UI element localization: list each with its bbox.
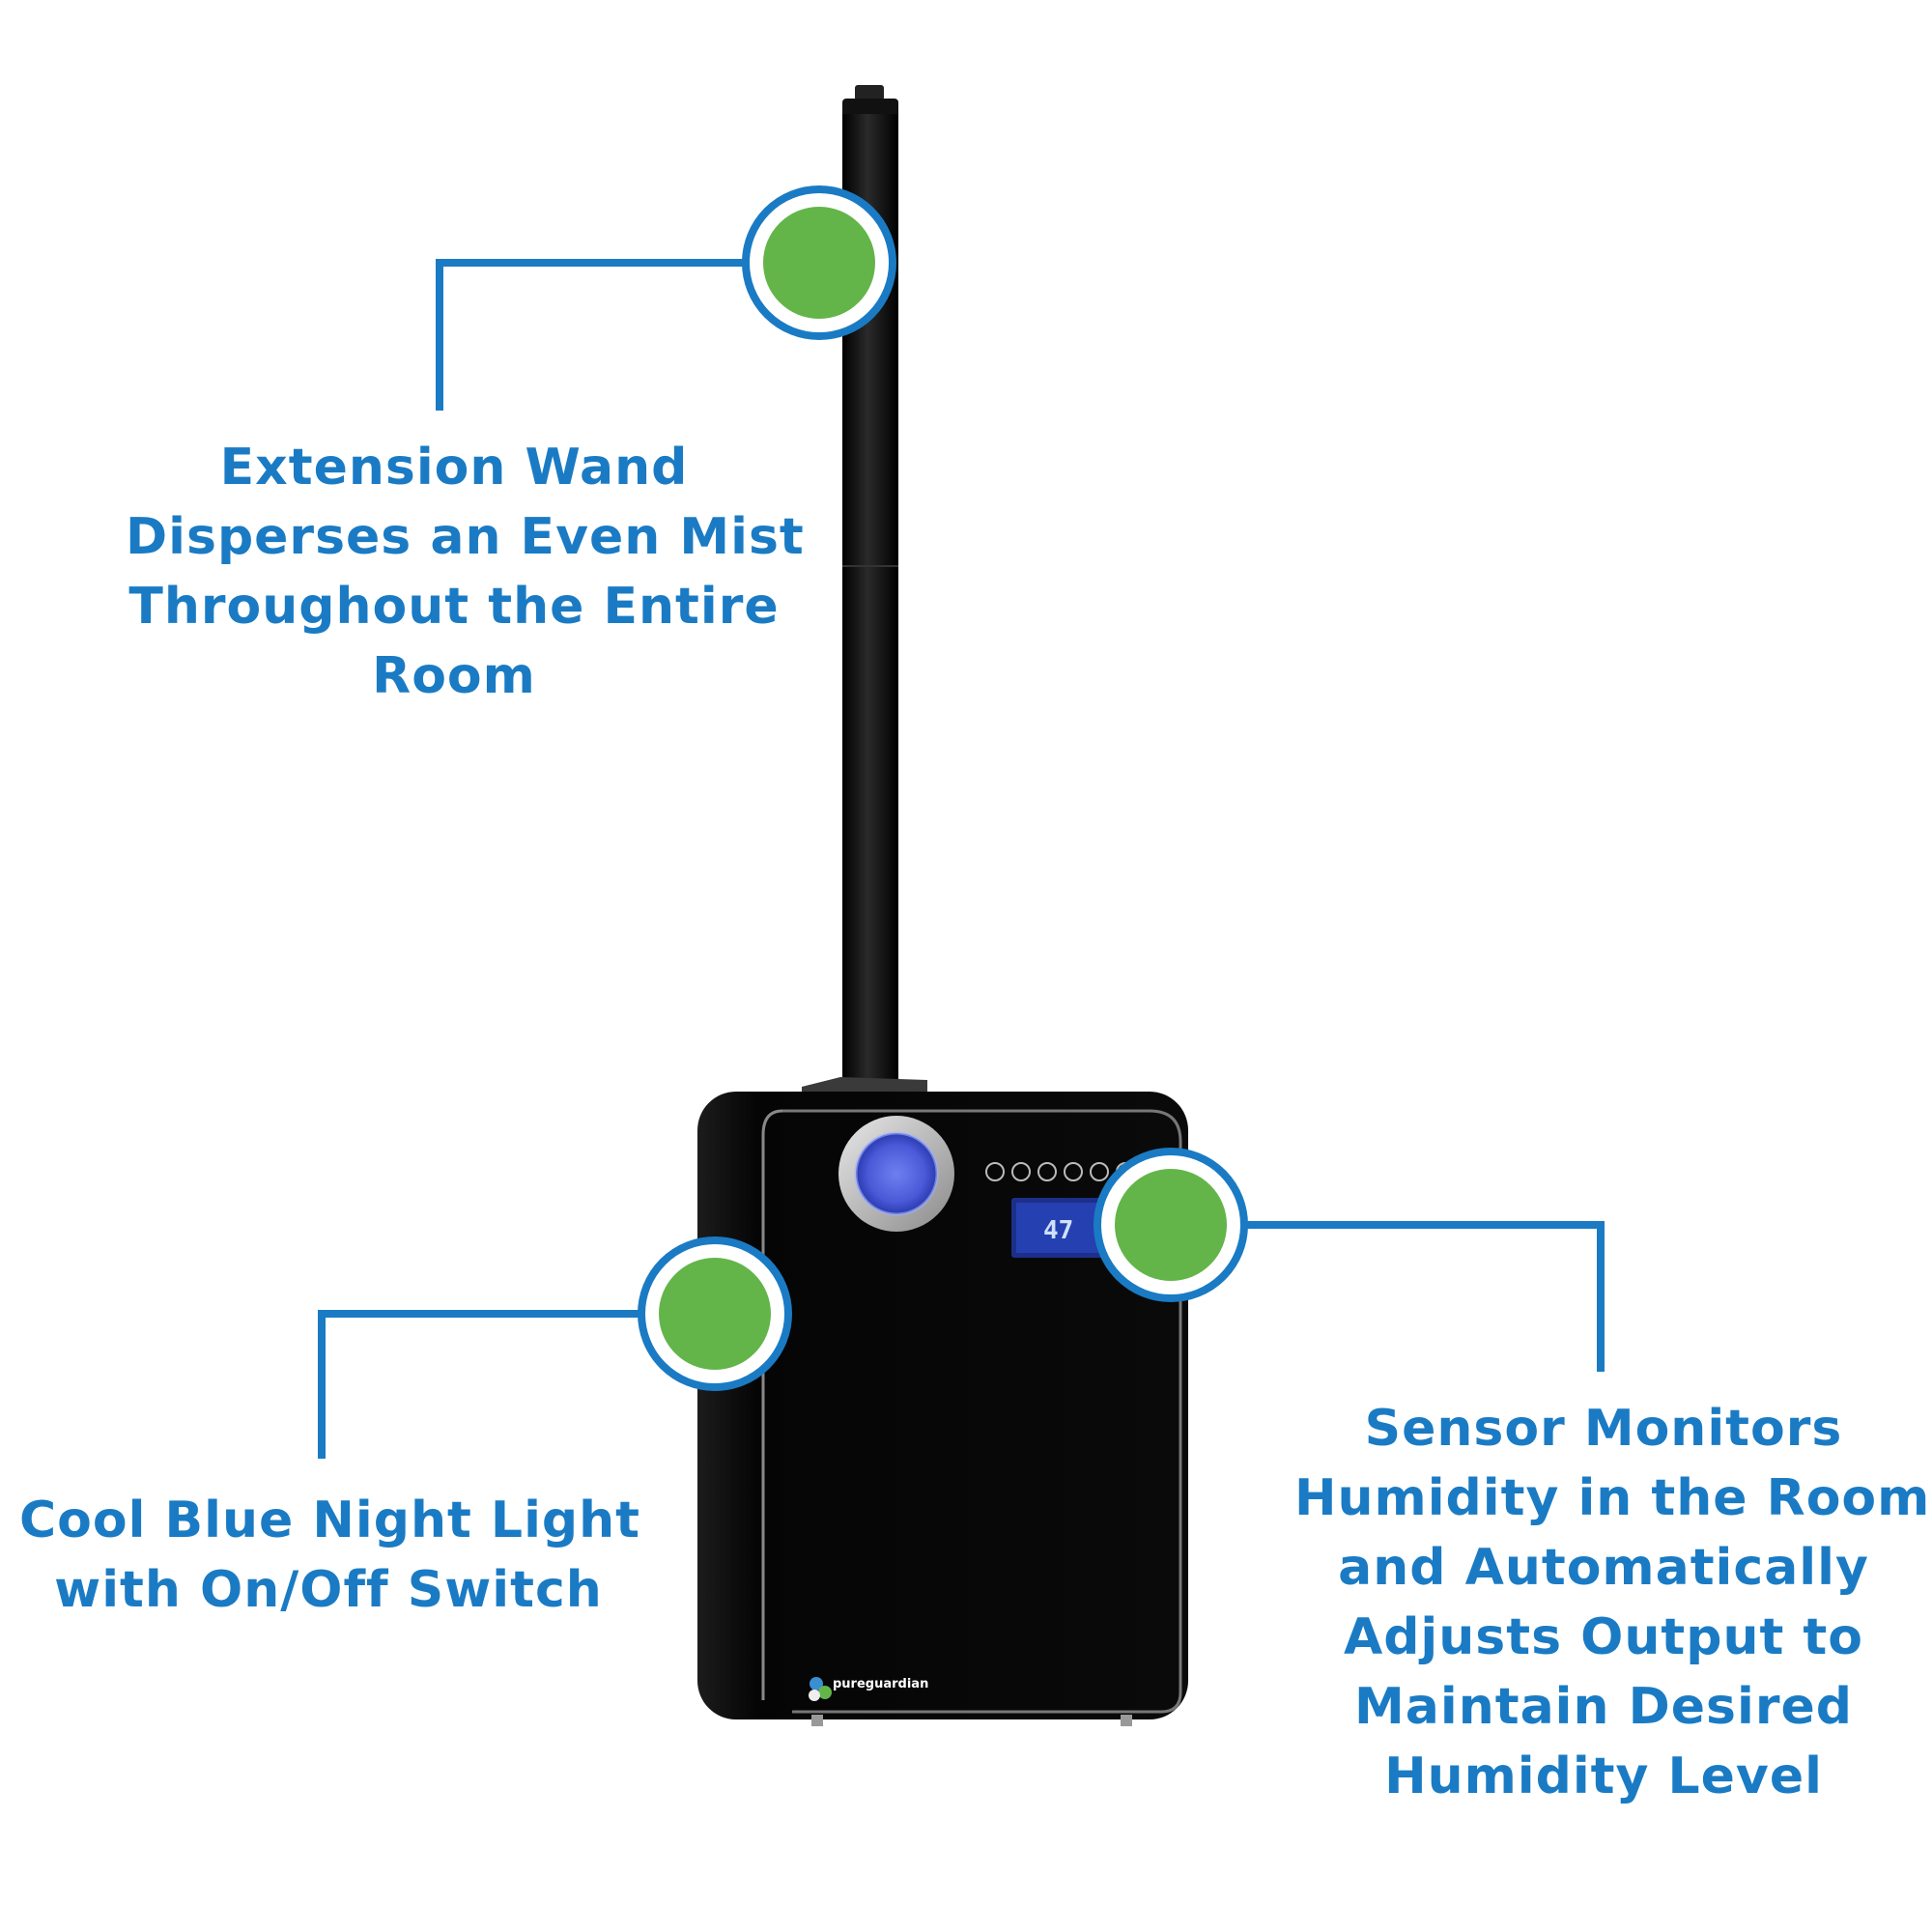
callout-lines <box>318 259 1605 1459</box>
caption-line: Room <box>372 647 536 705</box>
caption-line: Sensor Monitors <box>1364 1400 1843 1458</box>
caption-sensor: Sensor Monitors Humidity in the Room and… <box>1294 1394 1931 1811</box>
control-buttons <box>985 1162 1135 1181</box>
caption-line: Humidity in the Room <box>1294 1469 1931 1527</box>
caption-line: Humidity Level <box>1384 1747 1823 1805</box>
display-reading: 47 <box>1043 1216 1073 1245</box>
brand-logo-icon <box>809 1677 832 1701</box>
caption-line: with On/Off Switch <box>54 1561 603 1619</box>
caption-line: Cool Blue Night Light <box>19 1492 640 1549</box>
caption-line: Adjusts Output to <box>1343 1608 1864 1666</box>
caption-line: and Automatically <box>1338 1539 1869 1597</box>
caption-line: Maintain Desired <box>1354 1678 1853 1736</box>
caption-line: Throughout the Entire <box>128 578 780 636</box>
caption-extension-wand: Extension Wand Disperses an Even Mist Th… <box>126 433 805 711</box>
night-light-marker-icon <box>638 1236 792 1391</box>
brand-logo-text: pureguardian <box>833 1677 929 1691</box>
caption-line: Extension Wand <box>219 439 689 497</box>
night-light <box>838 1116 954 1232</box>
caption-line: Disperses an Even Mist <box>126 508 805 566</box>
sensor-marker-icon <box>1094 1148 1248 1302</box>
wand-marker-icon <box>742 185 896 340</box>
caption-night-light: Cool Blue Night Light with On/Off Switch <box>19 1486 640 1625</box>
